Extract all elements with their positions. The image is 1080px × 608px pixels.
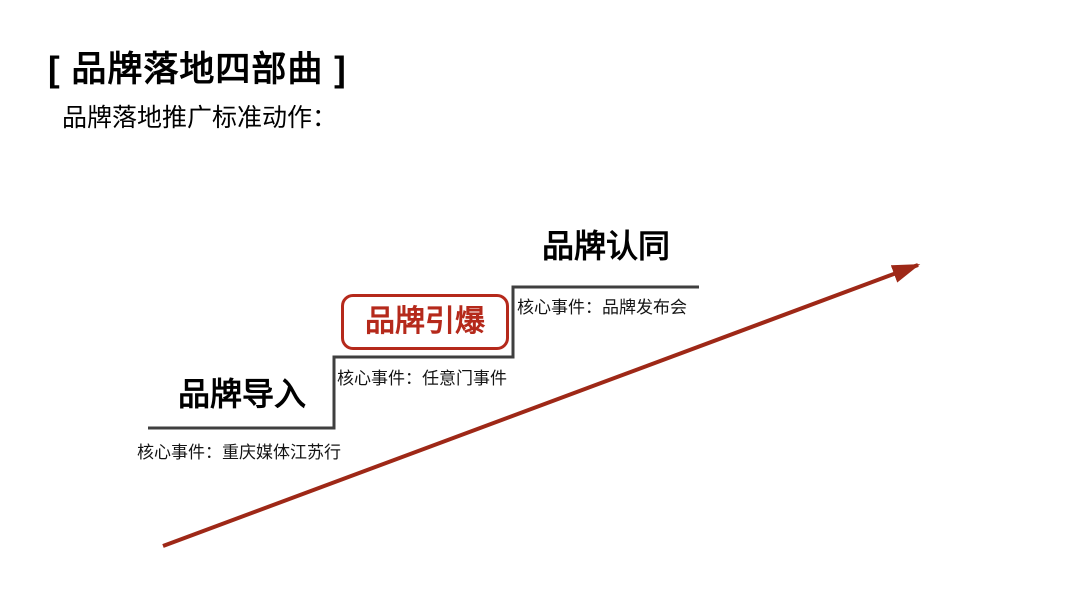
step1-event-caption: 核心事件：重庆媒体江苏行 (137, 443, 341, 462)
step2-event-caption: 核心事件：任意门事件 (337, 369, 507, 388)
step3-label: 品牌认同 (541, 228, 670, 264)
step2-highlight-box: 品牌引爆 (341, 294, 509, 350)
slide-title: [ 品牌落地四部曲 ] (48, 50, 347, 89)
growth-arrow-icon (162, 263, 921, 548)
step3-event-caption: 核心事件：品牌发布会 (517, 298, 687, 317)
step2-label: 品牌引爆 (365, 305, 485, 338)
slide-subtitle: 品牌落地推广标准动作： (62, 105, 338, 132)
step1-label: 品牌导入 (177, 376, 306, 412)
staircase-step-line (148, 285, 699, 430)
